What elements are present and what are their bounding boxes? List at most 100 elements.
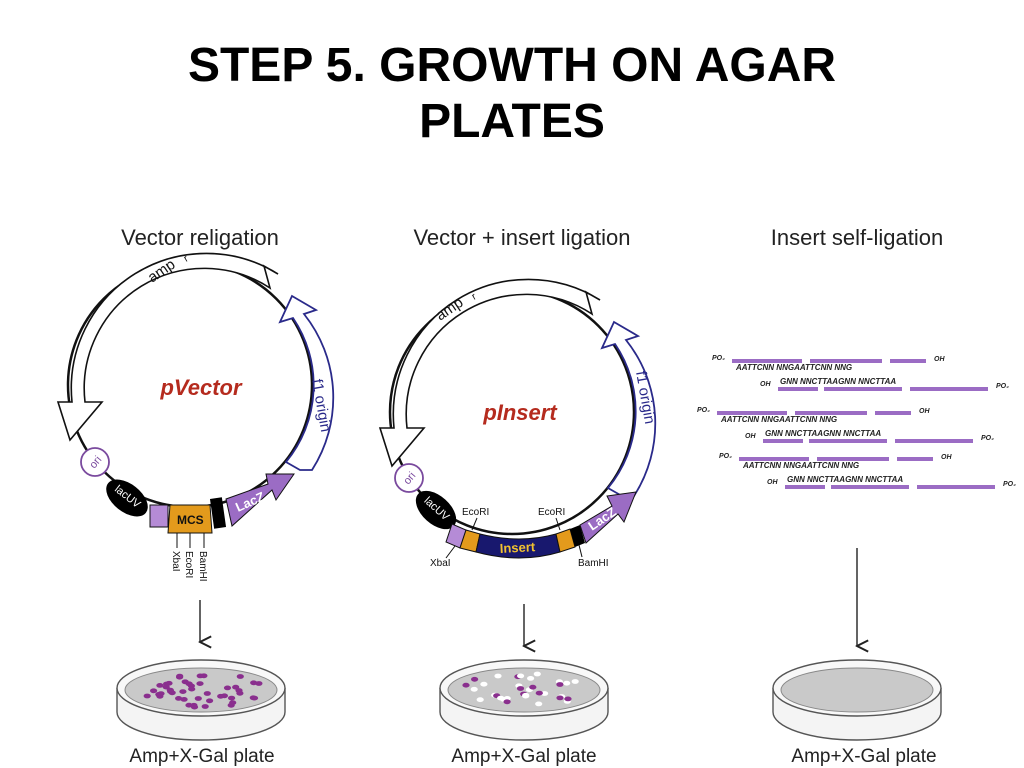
colony <box>229 700 237 706</box>
oh-label: OH <box>919 408 930 415</box>
mcs-block <box>167 504 213 534</box>
colony <box>223 685 232 691</box>
colony <box>250 680 258 686</box>
colony <box>556 682 564 687</box>
colony <box>165 680 173 686</box>
colony <box>535 701 543 707</box>
plate-label: Amp+X-Gal plate <box>451 746 596 767</box>
page-title-line-1: STEP 5. GROWTH ON AGAR <box>187 39 837 92</box>
bottom-strand-sequence: GNN NNCTTAAGNN NNCTTAA <box>780 377 896 386</box>
bamhi-label: BamHI <box>197 551 208 582</box>
colony <box>143 693 151 699</box>
oh-label: OH <box>767 479 778 486</box>
colony <box>190 704 199 710</box>
terminator-block <box>209 497 227 529</box>
oh-label: OH <box>941 454 952 461</box>
colony <box>480 681 488 687</box>
plate-label: Amp+X-Gal plate <box>791 746 936 767</box>
ampr-arrow <box>56 252 279 442</box>
colony <box>517 673 525 679</box>
colony <box>167 689 175 694</box>
colony <box>556 695 564 701</box>
oh-label: OH <box>934 356 945 363</box>
colony <box>571 679 579 684</box>
colony <box>179 689 187 694</box>
colony <box>201 704 209 709</box>
colony <box>194 696 202 701</box>
ecori-label: EcoRI <box>183 551 194 578</box>
colony <box>522 693 530 699</box>
po4-label: PO₄ <box>719 453 732 460</box>
mixed-colonies <box>462 671 579 707</box>
bamhi-tick <box>578 544 583 558</box>
ligated-insert-strands: PO₄ AATTCNN NNGAATTCNN NNG OH OH GNN NNCTTAA… <box>697 355 1016 489</box>
ampr-superscript: r <box>182 253 191 265</box>
colony <box>188 686 196 692</box>
colony <box>462 682 470 688</box>
ampr-superscript: r <box>470 291 479 303</box>
colony <box>494 673 502 679</box>
po4-label: PO₄ <box>1003 481 1016 488</box>
dna-strand-bar <box>785 485 825 489</box>
terminator-block <box>570 525 585 547</box>
lacz-label: LacZ <box>233 489 267 515</box>
dna-strand-bar <box>739 457 809 461</box>
colony <box>529 684 537 690</box>
lacz-arrow <box>225 473 295 527</box>
colony <box>236 674 244 679</box>
dna-strand-bar <box>910 387 988 391</box>
po4-label: PO₄ <box>981 435 994 442</box>
ecori-left-tick <box>471 517 478 531</box>
ecori-right-tick <box>555 517 561 531</box>
ecori-right-label: EcoRI <box>538 507 565 518</box>
petri-dish <box>772 659 942 741</box>
plasmid-name: pInsert <box>482 400 558 425</box>
plasmid-name: pVector <box>159 375 243 400</box>
colony <box>181 679 189 685</box>
dna-strand-bar <box>717 411 787 415</box>
top-strand-sequence: AATTCNN NNGAATTCNN NNG <box>735 363 852 372</box>
xbai-label: XbaI <box>430 558 451 569</box>
page-title-line-2: PLATES <box>419 95 605 148</box>
bottom-strand-sequence: GNN NNCTTAAGNN NNCTTAA <box>765 429 881 438</box>
top-strand-sequence: AATTCNN NNGAATTCNN NNG <box>742 461 859 470</box>
po4-label: PO₄ <box>712 355 725 362</box>
bamhi-label: BamHI <box>578 558 609 569</box>
colony <box>156 683 164 688</box>
dna-strand-bar <box>809 439 887 443</box>
dna-strand-bar <box>763 439 803 443</box>
lacz-arrow <box>579 491 637 544</box>
dna-strand-bar <box>778 387 818 391</box>
colony <box>203 691 211 696</box>
f1-origin-arrow <box>600 320 657 497</box>
dna-strand-bar <box>732 359 802 363</box>
dna-strand-bar <box>824 387 902 391</box>
lacuv-promoter <box>106 479 148 517</box>
colony <box>497 695 505 701</box>
colony <box>196 673 204 679</box>
dna-strand-bar <box>890 359 926 363</box>
ampr-arrow <box>378 278 601 468</box>
ecori-left-label: EcoRI <box>462 507 489 518</box>
insert-label: Insert <box>499 539 536 556</box>
colony <box>157 691 165 696</box>
mcs-label: MCS <box>177 513 204 527</box>
panel-heading: Insert self-ligation <box>771 225 943 250</box>
colony <box>180 697 188 702</box>
panel-insert-self-ligation: Insert self-ligation PO₄ AATTCNN NNGAATTC… <box>697 225 1016 767</box>
ori-circle <box>80 447 110 477</box>
colony <box>503 699 511 705</box>
panel-heading: Vector + insert ligation <box>413 225 630 250</box>
colony <box>563 680 571 686</box>
colony <box>471 676 479 682</box>
top-strand-sequence: AATTCNN NNGAATTCNN NNG <box>720 415 837 424</box>
petri-dish <box>116 659 286 741</box>
page-title: STEP 5. GROWTH ON AGAR PLATES <box>0 38 1024 150</box>
colony <box>217 693 225 699</box>
colony <box>175 696 183 701</box>
xbai-tick <box>445 545 456 559</box>
colony <box>206 698 214 704</box>
colony <box>176 673 184 679</box>
bottom-strand-sequence: GNN NNCTTAAGNN NNCTTAA <box>787 475 903 484</box>
